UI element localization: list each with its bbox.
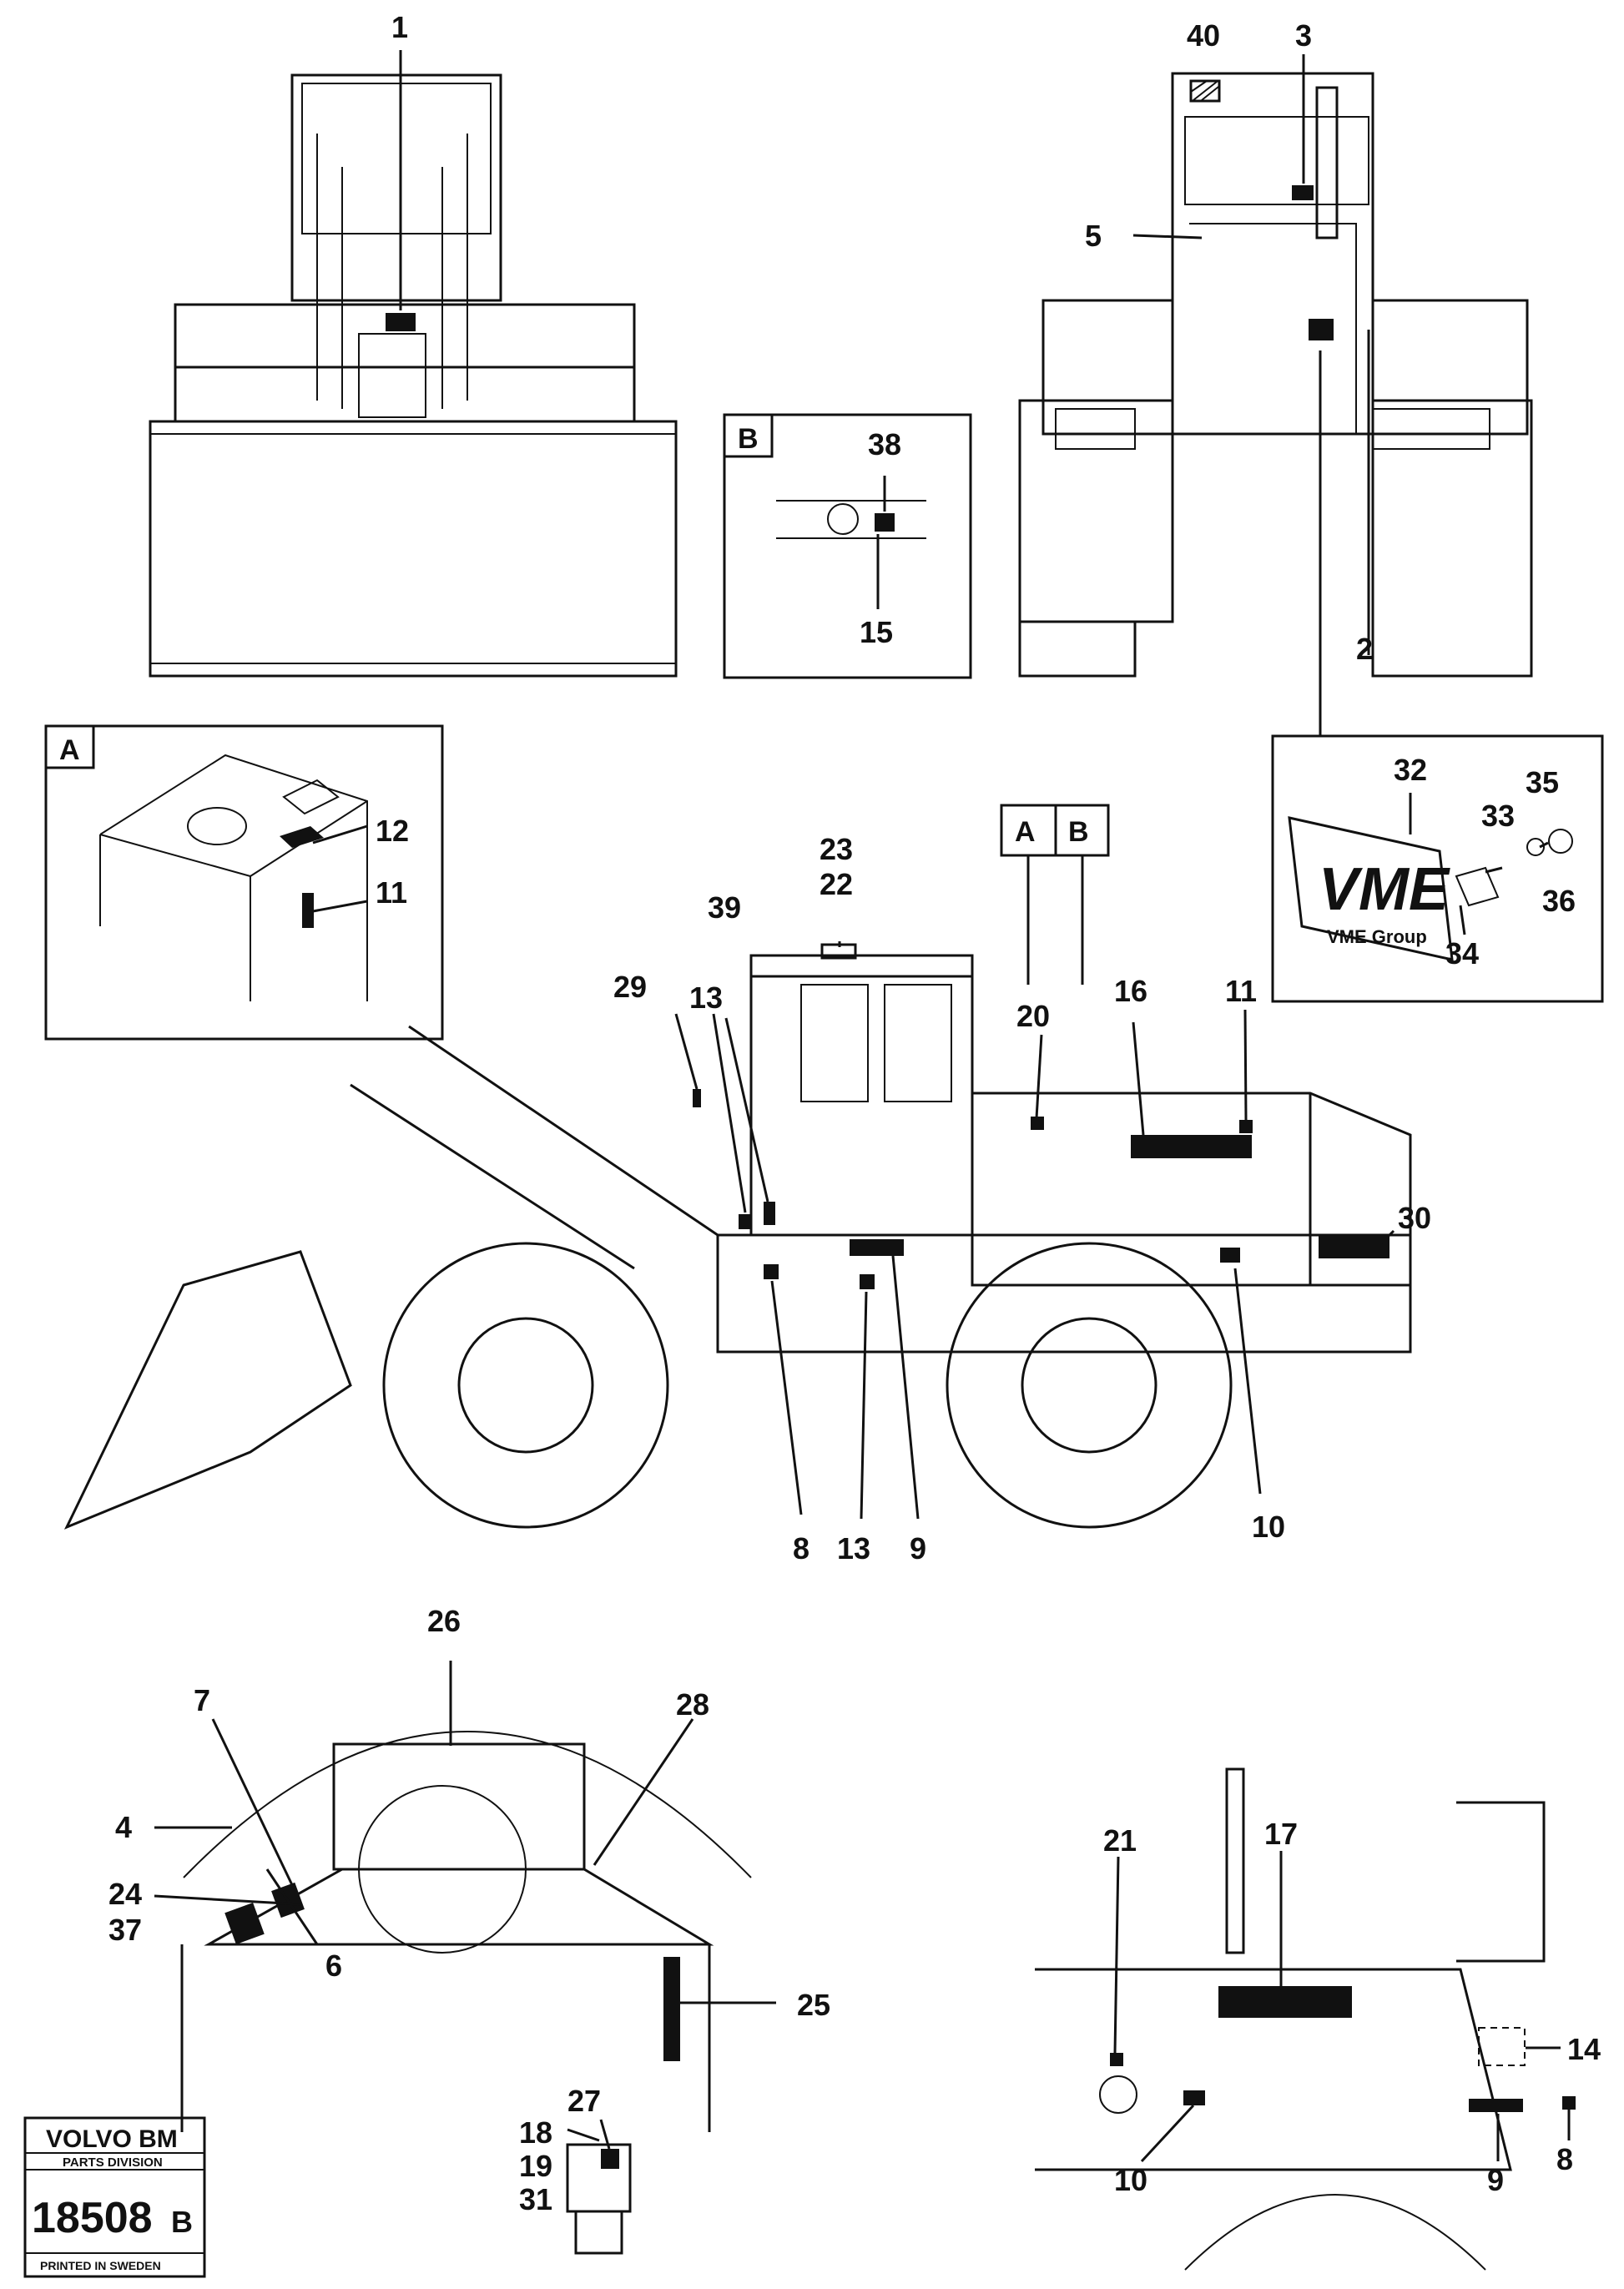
callout-34: 34 (1445, 936, 1479, 971)
cab-decal-27 (601, 2149, 619, 2169)
callout-11: 11 (1225, 974, 1257, 1008)
callout-16: 16 (1114, 974, 1147, 1008)
vme-group-text: VME Group (1327, 926, 1427, 947)
callout-9-rear: 9 (1487, 2163, 1504, 2197)
rear-decal-3 (1292, 185, 1314, 200)
callout-7: 7 (194, 1683, 210, 1717)
callout-35: 35 (1526, 765, 1559, 799)
ref-a-label: A (1015, 816, 1036, 848)
callout-11-detail: 11 (376, 875, 407, 910)
stamp-printed: PRINTED IN SWEDEN (40, 2259, 161, 2272)
parts-stamp: VOLVO BM PARTS DIVISION 18508 B PRINTED … (23, 2116, 206, 2278)
callout-2: 2 (1356, 632, 1373, 666)
rear-side-decal-10 (1183, 2090, 1205, 2105)
detail-a-decal-11 (302, 893, 314, 928)
leader-lines (154, 50, 1571, 2163)
side-decal-30 (1319, 1235, 1389, 1258)
callout-39: 39 (708, 890, 741, 925)
callout-3: 3 (1295, 18, 1312, 53)
callout-20: 20 (1016, 999, 1050, 1033)
side-decal-9 (850, 1239, 904, 1256)
side-decal-13b (860, 1274, 875, 1289)
stamp-division: PARTS DIVISION (63, 2155, 163, 2170)
cab-decal-25 (663, 1957, 680, 2061)
detail-a-view (44, 724, 444, 1041)
front-view (149, 73, 678, 678)
callout-28: 28 (676, 1687, 709, 1722)
callout-8-rear: 8 (1556, 2142, 1573, 2176)
callout-8: 8 (793, 1531, 809, 1565)
callout-32: 32 (1394, 753, 1427, 787)
rear-side-view (1035, 1767, 1576, 2271)
callout-14: 14 (1567, 2032, 1601, 2066)
side-decal-8 (764, 1264, 779, 1279)
callout-37: 37 (108, 1913, 142, 1947)
callout-13-bottom: 13 (837, 1531, 870, 1565)
callout-21: 21 (1103, 1823, 1137, 1858)
detail-b-label: B (738, 423, 759, 455)
side-decal-10 (1220, 1248, 1240, 1263)
callout-40: 40 (1187, 18, 1220, 53)
callout-17: 17 (1264, 1817, 1298, 1851)
callout-19: 19 (519, 2149, 552, 2183)
callout-18: 18 (519, 2115, 552, 2150)
callout-36: 36 (1542, 884, 1576, 918)
callout-38: 38 (868, 427, 901, 461)
callout-33: 33 (1481, 799, 1515, 833)
stamp-brand: VOLVO BM (46, 2125, 178, 2153)
callout-23: 23 (820, 832, 853, 866)
ref-b-label: B (1068, 816, 1089, 848)
side-decal-13a (739, 1214, 752, 1229)
callout-26: 26 (427, 1604, 461, 1638)
detail-b-view (723, 413, 972, 679)
callout-12: 12 (376, 814, 409, 848)
rear-side-decal-21 (1110, 2053, 1123, 2066)
rear-side-decal-8 (1562, 2096, 1576, 2110)
cab-interior-view (180, 1731, 752, 2255)
callout-numbers: 1 40 3 5 2 38 15 12 11 32 35 33 36 34 23… (108, 10, 1601, 2216)
callout-10: 10 (1252, 1510, 1285, 1544)
detail-b-decal (875, 513, 895, 532)
callout-22: 22 (820, 867, 853, 901)
callout-15: 15 (860, 615, 893, 649)
side-decal-16 (1131, 1135, 1252, 1158)
callout-13-top: 13 (689, 981, 723, 1015)
rear-side-decal-9 (1469, 2099, 1523, 2112)
callout-25: 25 (797, 1988, 830, 2022)
callout-1: 1 (391, 10, 408, 44)
side-decal-39 (764, 1202, 775, 1225)
rear-view (1018, 72, 1533, 678)
callout-6: 6 (325, 1949, 342, 1983)
side-decal-29 (693, 1089, 701, 1107)
callout-29: 29 (613, 970, 647, 1004)
callout-31: 31 (519, 2182, 552, 2216)
cab-decal-4 (224, 1903, 265, 1944)
side-view (63, 943, 1412, 1530)
front-decal-1 (386, 313, 416, 331)
callout-27: 27 (567, 2084, 601, 2118)
side-decal-11 (1239, 1120, 1253, 1133)
callout-4: 4 (115, 1810, 132, 1844)
detail-a-label: A (59, 734, 80, 766)
logo-detail-view: VME VME Group (1271, 350, 1604, 1003)
callout-10-rear: 10 (1114, 2163, 1147, 2197)
stamp-suffix: B (171, 2205, 193, 2239)
rear-side-decal-17 (1218, 1986, 1352, 2018)
detail-reference-boxes (1000, 804, 1110, 985)
vme-wordmark: VME (1319, 856, 1450, 923)
callout-5: 5 (1085, 219, 1102, 253)
side-decal-20 (1031, 1117, 1044, 1130)
callout-24: 24 (108, 1877, 142, 1911)
rear-logo-decal (1309, 319, 1334, 340)
detail-a-decal-12 (280, 826, 324, 848)
stamp-number: 18508 (32, 2194, 153, 2242)
callout-9: 9 (910, 1531, 926, 1565)
callout-30: 30 (1398, 1201, 1431, 1235)
